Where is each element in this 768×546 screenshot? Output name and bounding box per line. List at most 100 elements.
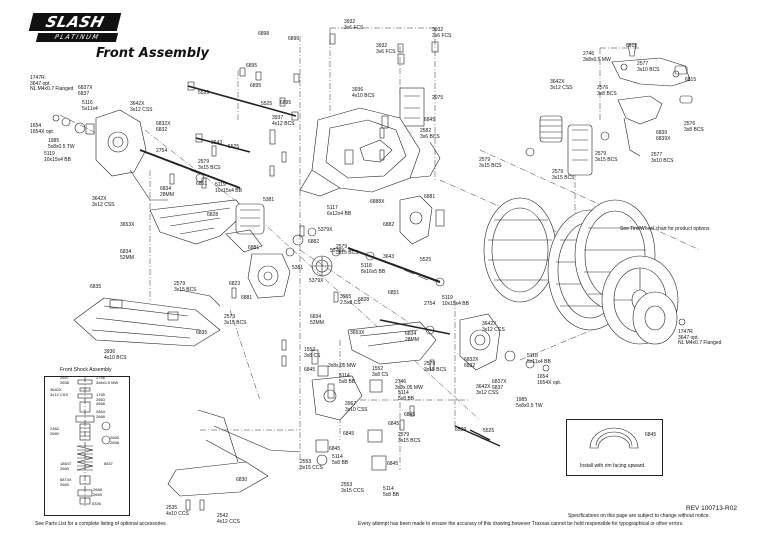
callout: 6845 [388,421,400,427]
callout: 6895 [246,63,258,69]
callout: 3932 3x6 FCS [376,43,396,55]
callout: 1864T 2660 [60,461,72,471]
callout: 2579 3x15 BCS [479,157,502,169]
callout: 5525 [483,428,495,434]
tire-note: See Tire/Wheel chart for product options [620,226,710,232]
callout: 2579 3x15 BCS [224,314,247,326]
callout: 6881 [248,245,260,251]
callout: 6851 [388,290,400,296]
callout: 1747R 3647 opt. NL M4x0.7 Flanged [30,75,74,92]
callout: 2535 4x10 CCS [166,505,189,517]
callout: 5118 5x11x4 BB [527,353,551,365]
callout: 1552 3x8 CS [304,347,321,359]
front-shock-inset-frame [44,376,130,516]
callout: 2075 [432,95,444,101]
callout: 6845 [645,432,657,438]
callout: 2746 3x8x0.5 MW [96,375,119,385]
callout: 2754 [424,301,436,307]
callout: 2746 3x8x.05 MW [395,379,423,391]
callout: 2668 2669 [93,487,102,497]
callout: 5119 10x15x4 BB [442,295,469,307]
callout: 2665 2668 [110,435,119,445]
callout: 5525 [261,101,273,107]
rim-note: Install with rim facing upward. [580,463,646,469]
callout: 2579 3x15 BCS [424,361,447,373]
callout: 6832X 6832 [464,357,479,369]
callout: 1552 3x8 CS [372,366,389,378]
accuracy-note: Every attempt has been made to ensure th… [358,521,684,527]
callout: 6837X 6837 [492,379,507,391]
callout: 3642X 3x12 CSS [476,384,499,396]
logo-main-text: SLASH 4X4 [28,13,122,49]
callout: 6830 [236,477,248,483]
callout: 1654 1654X opt. [537,374,562,386]
callout: 2576 3x8 BCS [684,121,704,133]
callout: 6845 [387,461,399,467]
callout: 5119 10x15x4 BB [44,151,71,163]
callout: 5539 [455,427,467,433]
callout: 6888X [370,199,385,205]
callout: 5114 5x8 BB [383,486,400,498]
callout: 5114 5x8 BB [398,390,415,402]
callout: 6881 [424,194,436,200]
callout: 3936 4x10 BCS [352,87,375,99]
callout: 6834 28MM [160,186,174,198]
callout: 6834 52MM [310,314,324,326]
callout: 5117 6x12x4 BB [327,205,352,217]
callout: 2579 3x15 BCS [552,169,575,181]
callout: 3642X 3x12 CSS [130,101,153,113]
callout: 2553 3x15 CCS [341,482,364,494]
revision-label: REV 100713-R02 [686,505,737,512]
callout: 6828 [358,297,370,303]
callout: 3932 3x6 FCS [432,27,452,39]
logo-sub-text: PLATINUM EDITION [35,33,119,50]
callout: 1747R 3647 opt. NL M4x0.7 Flanged [678,329,722,346]
callout: 5525 [228,144,240,150]
callout: 6845 [404,412,416,418]
callout: 3967 3x10 CSS [345,401,368,413]
callout: 3x8x.05 MW [328,363,356,369]
callout: 5379X [318,227,333,233]
callout: 6845 [343,431,355,437]
callout: 2576 3x8 BCS [597,85,617,97]
callout: 2664 2668 [96,409,105,419]
spec-note: Specifications on this page are subject … [568,513,711,519]
callout: 3642X 3x12 CSS [92,196,115,208]
callout: 6835 [196,330,208,336]
callout: 6835 [90,284,102,290]
parts-list-note: See Parts List for a complete listing of… [35,521,168,527]
callout: 3965 2.5x8 CS [340,294,361,306]
callout: 6839 6839X [656,130,671,142]
callout: 6881 [241,295,253,301]
page-title: Front Assembly [96,46,209,61]
callout: 6895 [250,83,262,89]
callout: 6895 [280,100,292,106]
callout: 6815 [626,43,638,49]
callout: 5539 [198,90,210,96]
callout: 5381 [292,265,304,271]
callout: 2657 2658 [60,375,69,385]
callout: 6851 [196,181,208,187]
callout: 6828 [207,212,219,218]
callout: 2754 [156,148,168,154]
callout: 5378X [330,248,345,254]
callout: 2579 3x15 BCS [336,244,359,256]
callout: 2362 2660 [50,426,59,436]
callout: 5114 5x8 BB [339,373,356,385]
callout: 5525 [420,257,432,263]
callout: 1985 5x8x0.5 TW [48,138,75,150]
callout: 2579 3x15 BCS [174,281,197,293]
callout: 5119 10x15x4 BB [215,182,242,194]
callout: 3936 4x10 BCS [104,349,127,361]
callout: 3642X 3x12 CCS [482,321,505,333]
callout: 6834 52MM [120,249,134,261]
callout: 2577 3x10 BCS [651,152,674,164]
callout: 2577 3x10 BCS [637,61,660,73]
callout: 6882 [383,222,395,228]
callout: 5114 5x8 BB [332,454,349,466]
callout: 2746 3x8x0.5 MW [583,51,611,63]
rim-foam-inset-frame [566,419,663,476]
callout: 5379X [309,278,324,284]
callout: 2582 3x6 BCS [420,128,440,140]
